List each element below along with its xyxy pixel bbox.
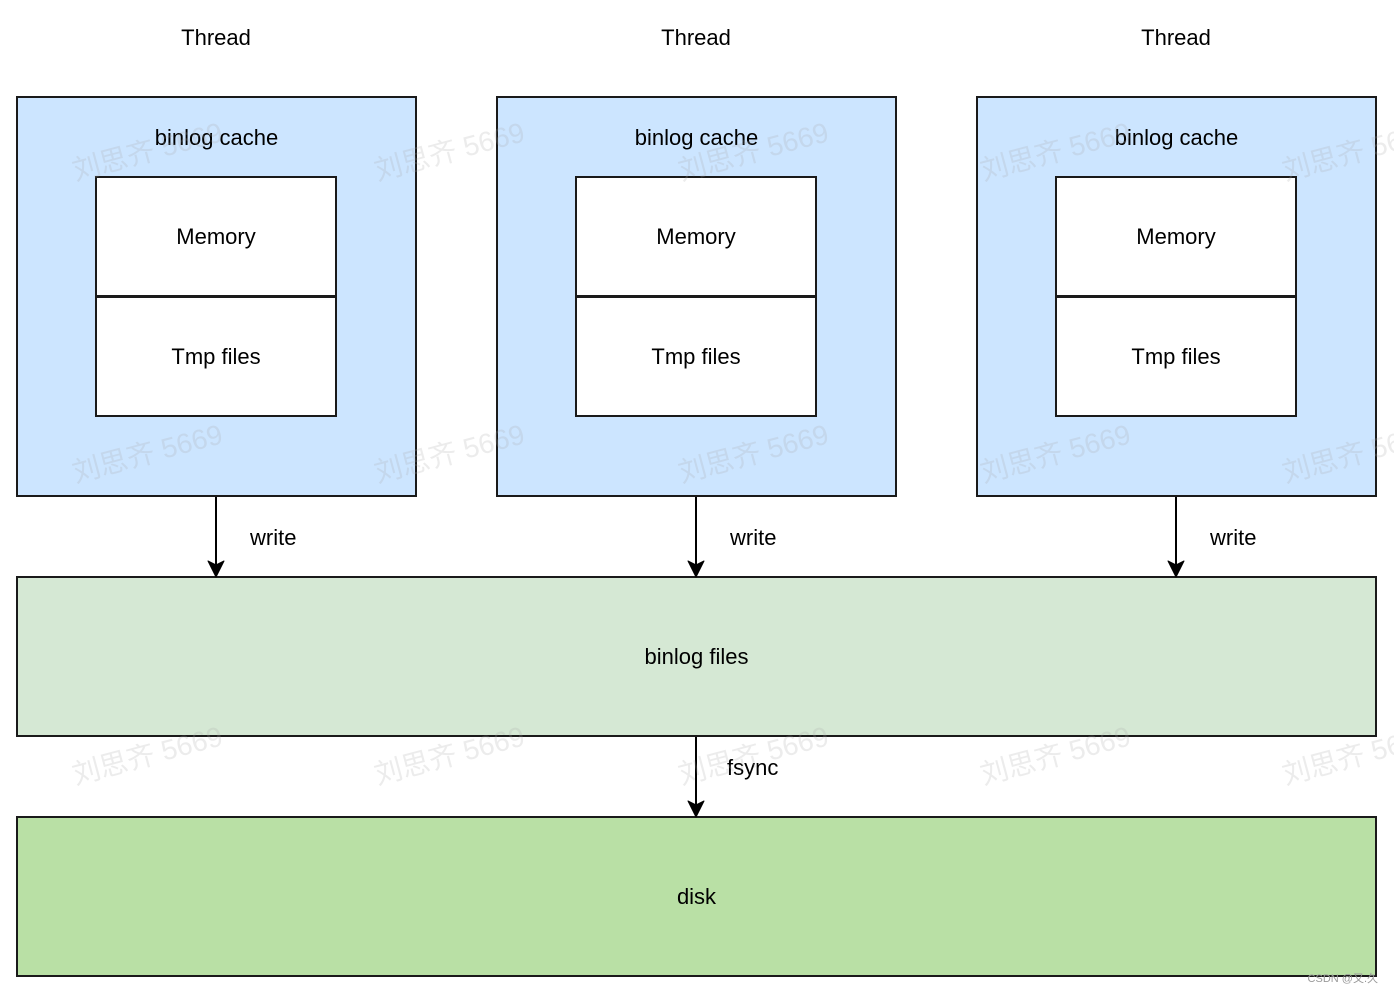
fsync-arrowhead	[687, 800, 705, 818]
binlog-files-label: binlog files	[644, 643, 749, 669]
credit-text: CSDN @又.久	[1307, 973, 1378, 985]
disk-label: disk	[676, 883, 717, 909]
write-arrowhead-1	[207, 560, 225, 578]
write-arrowhead-3	[1167, 560, 1185, 578]
write-arrowhead-2	[687, 560, 705, 578]
thread-title-1: Thread	[181, 25, 251, 50]
binlog-files-box	[16, 576, 1377, 737]
tmp-files-box-2: Tmp files	[575, 296, 817, 417]
memory-box-1: Memory	[95, 176, 337, 297]
binlog-cache-label-3: binlog cache	[1114, 125, 1239, 150]
fsync-label: fsync	[727, 755, 779, 780]
memory-label-1: Memory	[176, 223, 256, 249]
write-label-2: write	[730, 525, 777, 550]
thread-title-2: Thread	[661, 25, 731, 50]
memory-label-3: Memory	[1136, 223, 1216, 249]
tmp-files-box-3: Tmp files	[1055, 296, 1297, 417]
memory-box-3: Memory	[1055, 176, 1297, 297]
binlog-cache-label-1: binlog cache	[154, 125, 279, 150]
write-label-3: write	[1210, 525, 1257, 550]
memory-label-2: Memory	[656, 223, 736, 249]
binlog-cache-label-2: binlog cache	[634, 125, 759, 150]
tmp-files-box-1: Tmp files	[95, 296, 337, 417]
write-label-1: write	[250, 525, 297, 550]
tmp-files-label-3: Tmp files	[1131, 343, 1221, 369]
thread-title-3: Thread	[1141, 25, 1211, 50]
disk-box	[16, 816, 1377, 977]
tmp-files-label-1: Tmp files	[171, 343, 261, 369]
tmp-files-label-2: Tmp files	[651, 343, 741, 369]
memory-box-2: Memory	[575, 176, 817, 297]
